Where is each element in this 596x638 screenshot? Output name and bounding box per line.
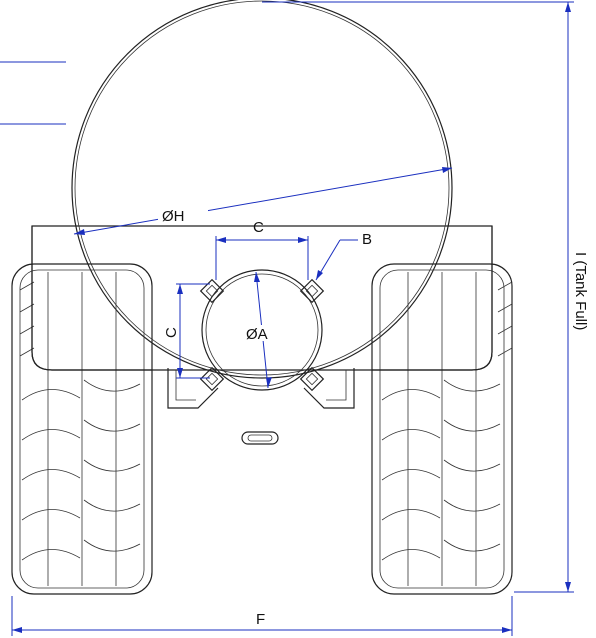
chassis-frame: [31, 225, 493, 409]
tank-body: [71, 0, 453, 379]
tank-body-inner: [74, 0, 450, 376]
label-overall-width: F: [256, 611, 265, 628]
dimension-pipe-diameter: ØA: [244, 271, 278, 389]
dimension-bolt-detail: B: [315, 231, 372, 281]
label-bolt-detail: B: [362, 231, 372, 248]
label-pipe-diameter: ØA: [246, 326, 268, 343]
dimension-tank-diameter: ØH: [73, 167, 453, 235]
bolt-lug-bottom-right: [299, 366, 325, 392]
bolt-lug-top-right: [299, 278, 325, 304]
left-tire: [11, 263, 153, 595]
dimension-hitch-vertical: C: [163, 283, 210, 379]
label-hitch-vertical: C: [163, 327, 180, 338]
label-hitch-horizontal: C: [253, 219, 264, 236]
dimension-hitch-horizontal: C: [215, 219, 309, 280]
hitch-pipe: [199, 269, 325, 392]
bolt-lug-bottom-left: [199, 366, 225, 392]
dimension-overall-width: F: [11, 596, 513, 636]
bolt-lug-top-left: [199, 278, 225, 304]
right-tire: [371, 263, 513, 595]
label-overall-height: I (Tank Full): [572, 252, 589, 330]
label-tank-diameter: ØH: [162, 208, 185, 225]
tow-slot: [241, 431, 279, 445]
dimension-overall-height: I (Tank Full): [262, 1, 589, 593]
left-reference-lines: [0, 61, 66, 125]
